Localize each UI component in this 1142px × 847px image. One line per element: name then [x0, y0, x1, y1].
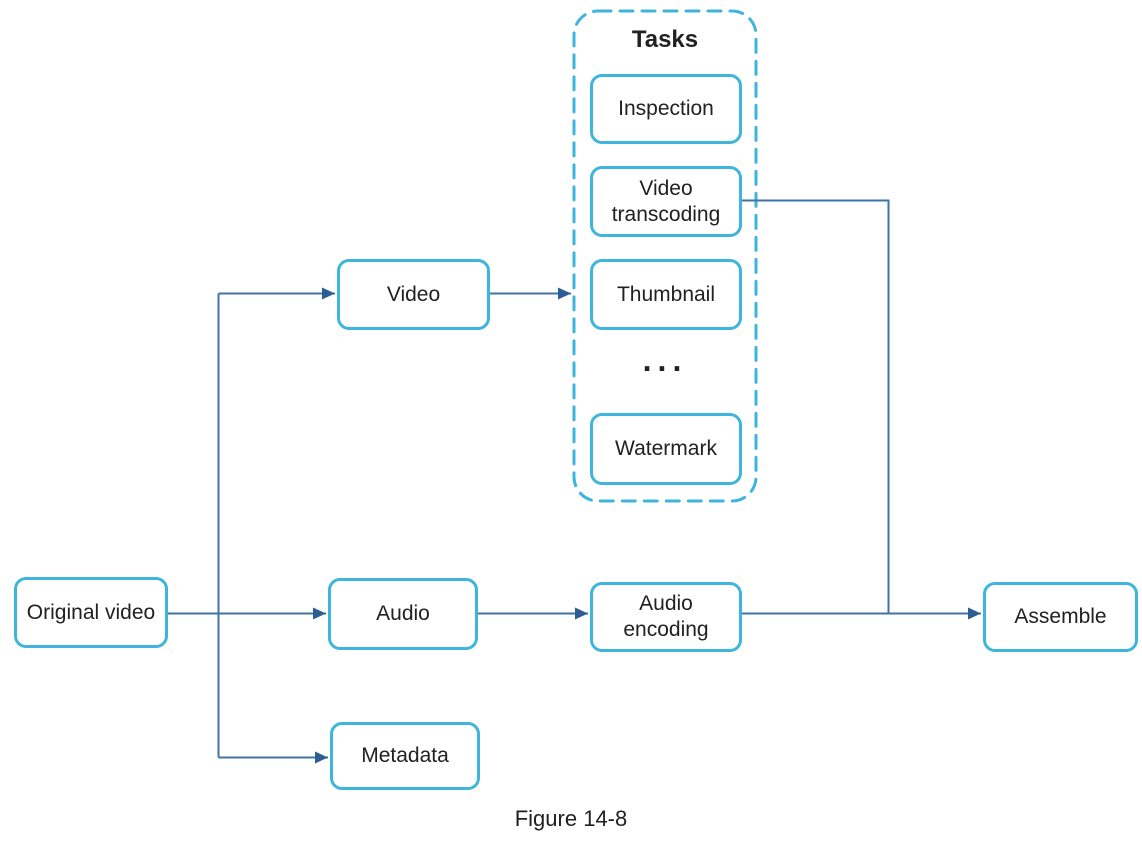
node-assemble: Assemble — [983, 582, 1138, 652]
tasks-group-title: Tasks — [631, 26, 699, 53]
node-audio-encoding: Audio encoding — [590, 582, 742, 652]
edge-video-transcoding-to-assemble — [742, 199, 890, 614]
node-inspection: Inspection — [590, 74, 742, 144]
node-watermark: Watermark — [590, 413, 742, 485]
node-watermark-label: Watermark — [615, 437, 717, 461]
tasks-group-ellipsis: ... — [642, 341, 688, 378]
node-video-label: Video — [386, 282, 441, 306]
node-metadata-label: Metadata — [361, 744, 449, 768]
node-original-video: Original video — [14, 577, 168, 648]
node-audio-encoding-label: Audio encoding — [623, 592, 709, 641]
node-video: Video — [337, 259, 490, 330]
node-metadata: Metadata — [330, 722, 480, 790]
node-thumbnail: Thumbnail — [590, 259, 742, 330]
node-video-transcoding: Video transcoding — [590, 166, 742, 237]
node-original-video-label: Original video — [26, 600, 156, 624]
node-inspection-label: Inspection — [618, 97, 714, 121]
node-video-transcoding-label: Video transcoding — [611, 176, 721, 226]
node-audio: Audio — [328, 578, 478, 650]
figure-caption: Figure 14-8 — [514, 806, 628, 831]
node-thumbnail-label: Thumbnail — [616, 282, 716, 306]
tasks-group-border — [572, 9, 758, 503]
node-assemble-label: Assemble — [1014, 605, 1107, 629]
node-audio-label: Audio — [376, 602, 430, 626]
